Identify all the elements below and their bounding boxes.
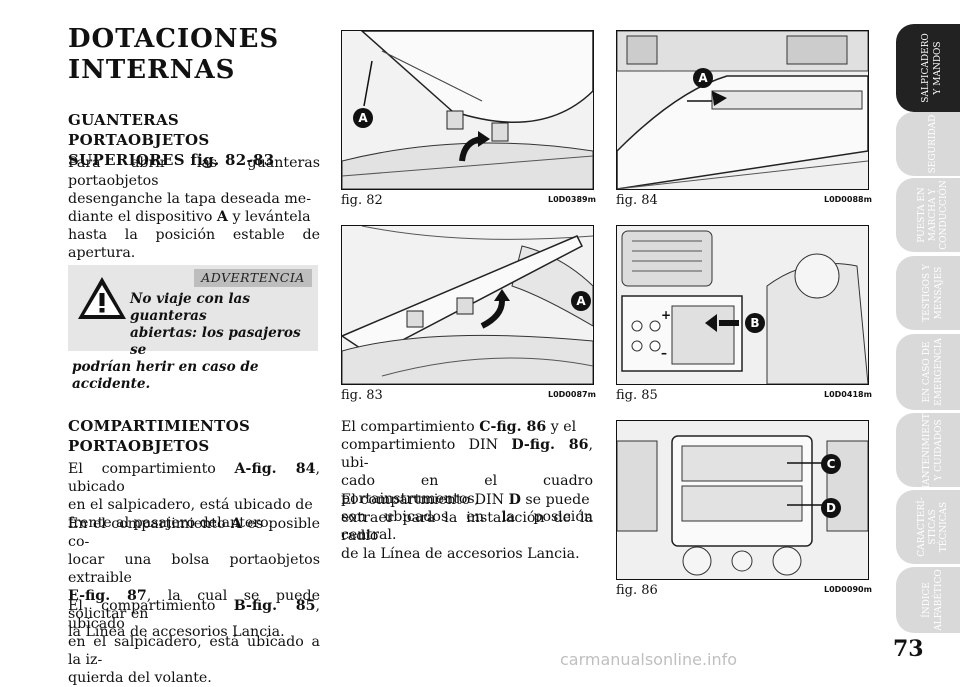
svg-text:MANTENIMIENTO: MANTENIMIENTO — [922, 413, 932, 487]
plus-sign: + — [661, 308, 672, 322]
label-a-marker-icon: A — [693, 68, 713, 88]
svg-text:SEGURIDAD: SEGURIDAD — [928, 115, 938, 174]
paragraph-din: El compartmiento DIN D se puede extraer … — [341, 492, 593, 562]
svg-text:Y CUIDADOS: Y CUIDADOS — [934, 419, 944, 481]
figure-85-image: + – B — [616, 225, 869, 385]
svg-text:TESTIGOS Y: TESTIGOS Y — [922, 263, 932, 322]
svg-text:CONDUCCIÓN: CONDUCCIÓN — [937, 180, 949, 250]
figure-84-code: L0D0088m — [824, 195, 872, 204]
figure-84-caption: fig. 84 — [616, 193, 658, 208]
figure-83-code: L0D0087m — [548, 390, 596, 399]
paragraph-compartimiento-c-d: El compartimiento C-fig. 86 y el compart… — [341, 419, 593, 543]
warning-text: No viaje con las guanteras abiertas: los… — [72, 291, 301, 392]
figure-85-code: L0D0418m — [824, 390, 872, 399]
svg-text:A: A — [358, 111, 368, 125]
svg-text:D: D — [826, 501, 836, 515]
figure-82-code: L0D0389m — [548, 195, 596, 204]
svg-text:MARCHA Y: MARCHA Y — [928, 188, 938, 242]
page-title: DOTACIONES INTERNAS — [68, 24, 280, 85]
watermark: carmanualsonline.info — [560, 650, 738, 669]
paragraph-compartimiento-a: El compartimiento A-fig. 84, ubicado en … — [68, 461, 320, 531]
figure-86-caption: fig. 86 — [616, 583, 658, 598]
paragraph-bolsa: En el compartimiento A es posible co- lo… — [68, 516, 320, 640]
svg-text:EN CASO DE: EN CASO DE — [922, 342, 932, 403]
tab-puesta-en-marcha[interactable]: PUESTA EN MARCHA Y CONDUCCIÓN — [896, 178, 960, 252]
minus-sign: – — [661, 346, 667, 360]
svg-text:TÉCNICAS: TÉCNICAS — [937, 502, 949, 552]
svg-text:EMERGENCIA: EMERGENCIA — [934, 338, 944, 406]
tab-salpicadero-y-mandos[interactable]: SALPICADERO Y MANDOS — [896, 24, 960, 112]
page-number: 73 — [893, 636, 924, 662]
warning-header: ADVERTENCIA — [194, 269, 312, 287]
tab-seguridad[interactable]: SEGURIDAD — [896, 112, 960, 176]
figure-86-image: C D — [616, 420, 869, 580]
tab-indice-alfabetico[interactable]: ÍNDICE ALFABÉTICO — [896, 567, 960, 633]
svg-text:ALFABÉTICO: ALFABÉTICO — [932, 569, 944, 631]
svg-text:A: A — [576, 294, 586, 308]
figure-85-caption: fig. 85 — [616, 388, 658, 403]
warning-box: ADVERTENCIA No viaje con las guanteras a… — [68, 265, 318, 392]
label-a-marker-icon: A — [353, 108, 373, 128]
figure-83-image: A — [341, 225, 594, 385]
svg-text:ÍNDICE: ÍNDICE — [920, 582, 932, 618]
paragraph-compartimiento-b: El compartimiento B-fig. 85, ubicado en … — [68, 598, 320, 686]
label-b-marker-icon: B — [745, 313, 765, 333]
label-a-marker-icon: A — [571, 291, 591, 311]
svg-text:Y MANDOS: Y MANDOS — [933, 41, 943, 95]
tab-caracteristicas-tecnicas[interactable]: CARACTERÍ- STICAS TÉCNICAS — [896, 490, 960, 564]
section-heading-compartimientos: COMPARTIMIENTOS PORTAOBJETOS — [68, 417, 251, 455]
paragraph-guanteras: Para abrir las guanteras portaobjetos de… — [68, 155, 320, 261]
tab-en-caso-de-emergencia[interactable]: EN CASO DE EMERGENCIA — [896, 334, 960, 410]
figure-82-caption: fig. 82 — [341, 193, 383, 208]
svg-text:A: A — [698, 71, 708, 85]
svg-text:PUESTA EN: PUESTA EN — [917, 187, 927, 243]
svg-text:C: C — [827, 457, 836, 471]
figure-83-caption: fig. 83 — [341, 388, 383, 403]
label-c-marker-icon: C — [821, 454, 841, 474]
svg-text:SALPICADERO: SALPICADERO — [921, 33, 931, 103]
svg-text:STICAS: STICAS — [928, 509, 938, 544]
svg-text:CARACTERÍ-: CARACTERÍ- — [915, 497, 927, 557]
svg-text:B: B — [750, 316, 759, 330]
svg-text:MENSAJES: MENSAJES — [934, 267, 944, 320]
label-d-marker-icon: D — [821, 498, 841, 518]
figure-84-image: A — [616, 30, 869, 190]
tab-mantenimiento[interactable]: MANTENIMIENTO Y CUIDADOS — [896, 413, 960, 487]
warning-triangle-icon — [78, 277, 126, 319]
section-heading-guanteras: GUANTERAS PORTAOBJETOS SUPERIORES fig. 8… — [68, 111, 275, 169]
figure-82-image: A — [341, 30, 594, 190]
figure-86-code: L0D0090m — [824, 585, 872, 594]
tab-testigos-y-mensajes[interactable]: TESTIGOS Y MENSAJES — [896, 256, 960, 330]
